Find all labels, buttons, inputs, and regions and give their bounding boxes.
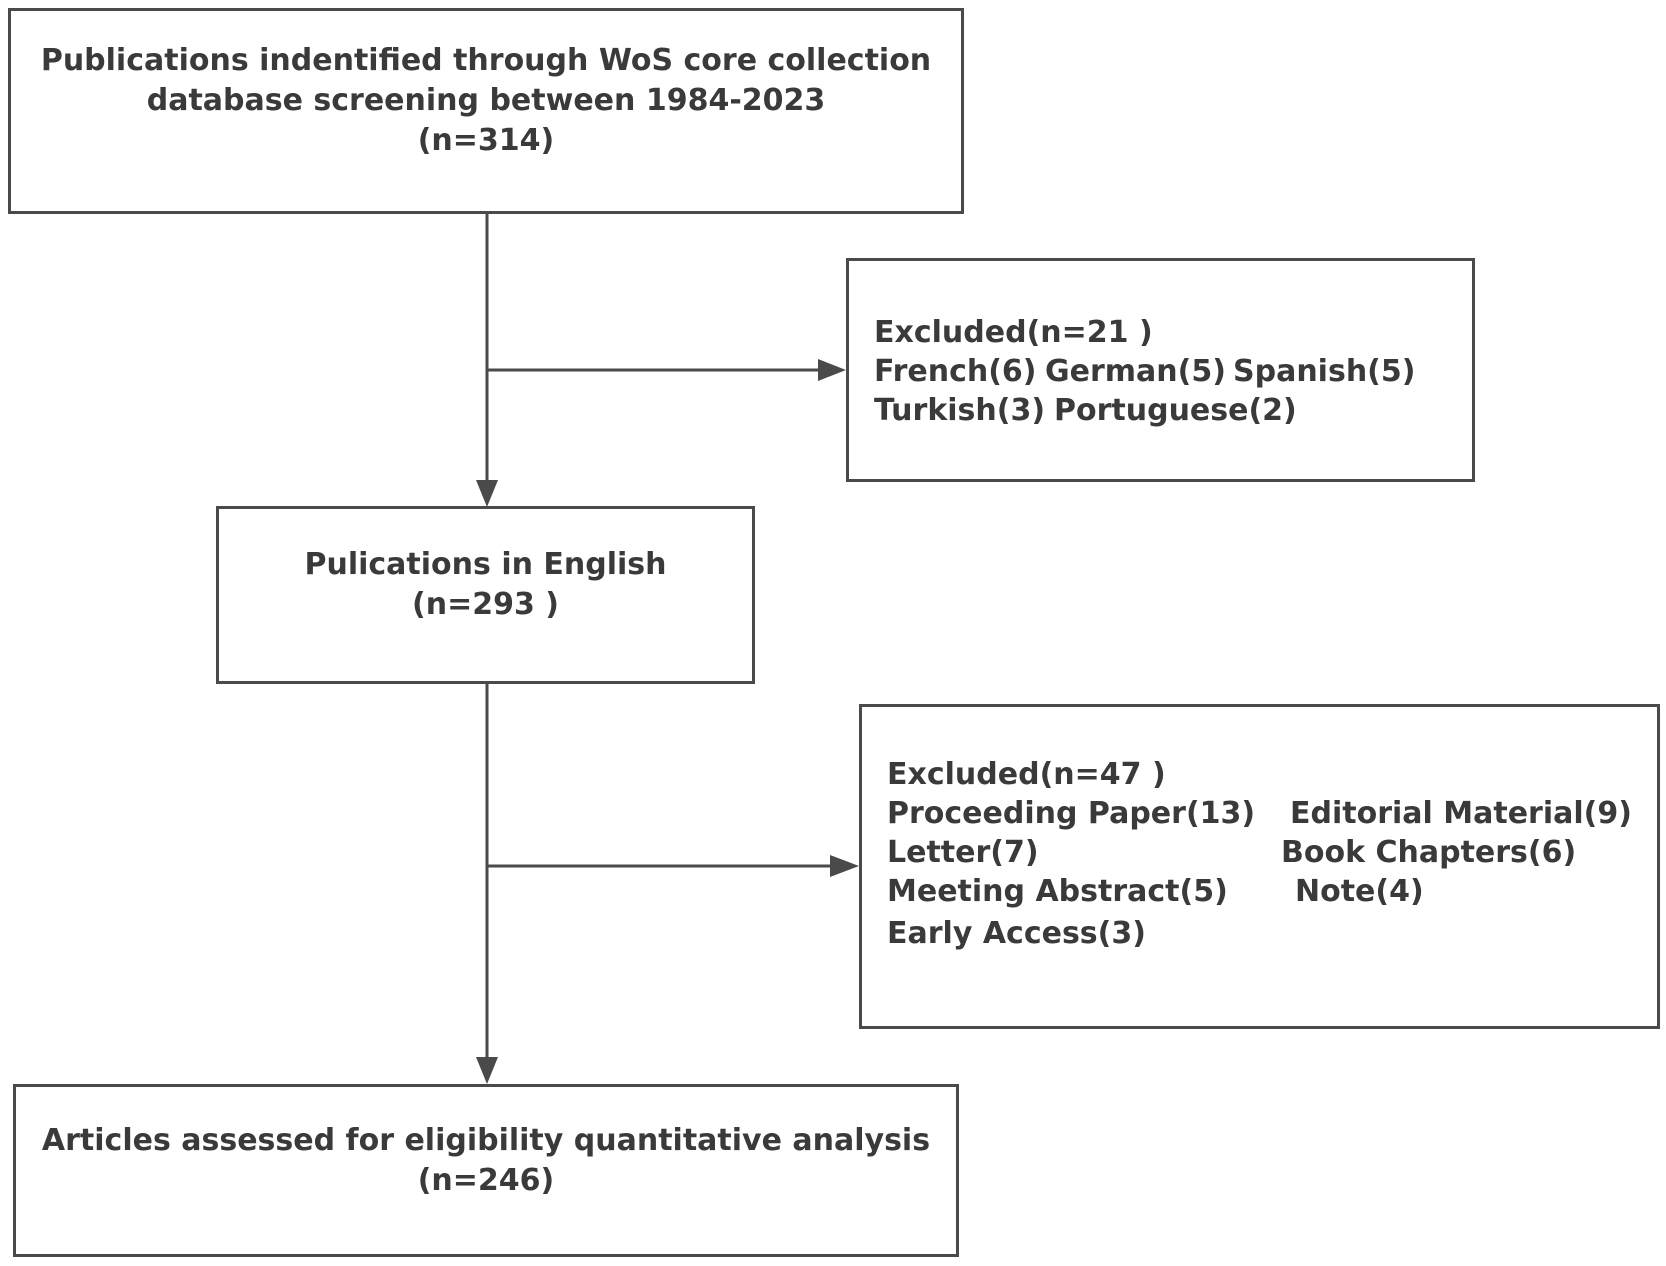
identification-box: Publications indentified through WoS cor… <box>8 8 964 214</box>
english-publications-box: Pulications in English (n=293 ) <box>216 506 755 684</box>
exclusion2-item-meeting-abstract: Meeting Abstract(5) <box>887 874 1228 909</box>
exclusion1-item-spanish: Spanish(5) <box>1233 354 1416 389</box>
exclusion1-item-german: German(5) <box>1045 354 1226 389</box>
arrowhead-to-box3 <box>476 1057 498 1084</box>
eligible-articles-label: Articles assessed for eligibility quanti… <box>41 1122 931 1158</box>
eligible-articles-box: Articles assessed for eligibility quanti… <box>13 1084 959 1257</box>
exclusion-box-document-types: Excluded(n=47 ) Proceeding Paper(13) Edi… <box>859 704 1660 1029</box>
english-publications-count: (n=293 ) <box>412 587 559 622</box>
arrowhead-to-exclusion1 <box>818 359 846 381</box>
exclusion2-item-early-access: Early Access(3) <box>887 916 1146 951</box>
english-publications-label: Pulications in English <box>304 547 667 582</box>
identification-count: (n=314) <box>417 123 555 158</box>
identification-line-2: database screening between 1984-2023 <box>146 83 826 118</box>
exclusion2-item-editorial-material: Editorial Material(9) <box>1290 796 1632 831</box>
exclusion2-item-letter: Letter(7) <box>887 835 1039 870</box>
arrowhead-to-box2 <box>476 480 498 507</box>
exclusion2-title: Excluded(n=47 ) <box>887 757 1166 792</box>
identification-line-1: Publications indentified through WoS cor… <box>40 43 932 78</box>
exclusion2-item-proceeding-paper: Proceeding Paper(13) <box>887 796 1256 831</box>
exclusion1-item-french: French(6) <box>874 354 1037 389</box>
exclusion1-title: Excluded(n=21 ) <box>874 315 1153 350</box>
eligible-articles-count: (n=246) <box>417 1162 555 1198</box>
exclusion1-item-portuguese: Portuguese(2) <box>1054 393 1297 428</box>
exclusion-box-languages: Excluded(n=21 ) French(6) German(5) Span… <box>846 258 1475 482</box>
arrowhead-to-exclusion2 <box>830 855 859 877</box>
exclusion1-item-turkish: Turkish(3) <box>874 393 1046 428</box>
exclusion2-item-note: Note(4) <box>1295 874 1424 909</box>
exclusion2-item-book-chapters: Book Chapters(6) <box>1281 835 1577 870</box>
